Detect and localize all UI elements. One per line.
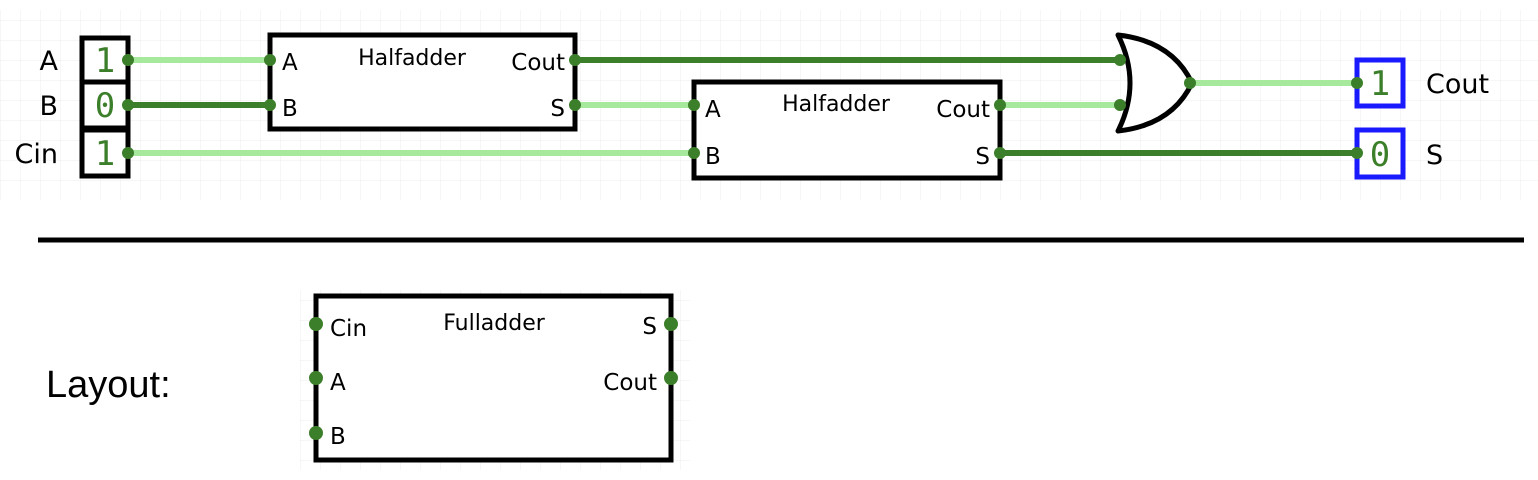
pin-ha1-cout[interactable] — [569, 54, 581, 66]
input-value-a: 1 — [95, 41, 115, 81]
halfadder-2[interactable]: Halfadder A B Cout S — [691, 79, 1003, 181]
input-label-cin: Cin — [15, 139, 58, 170]
pin-input-b[interactable] — [122, 99, 134, 111]
pin-ha2-a[interactable] — [688, 99, 700, 111]
output-value-s: 0 — [1370, 135, 1390, 175]
fulladder-pin-s-label: S — [642, 314, 657, 340]
input-label-b: B — [39, 91, 58, 122]
input-value-b: 0 — [95, 86, 115, 126]
pin-or-in2[interactable] — [1114, 99, 1126, 111]
halfadder-1[interactable]: Halfadder A B Cout S — [267, 32, 578, 132]
pin-output-s[interactable] — [1351, 147, 1363, 159]
pin-ha1-a[interactable] — [264, 54, 276, 66]
pin-input-a[interactable] — [122, 54, 134, 66]
fulladder-pin-a-label: A — [330, 370, 346, 396]
fulladder-pin-cin-label: Cin — [330, 316, 367, 342]
pin-or-out[interactable] — [1184, 77, 1196, 89]
fulladder-pin-a[interactable] — [309, 371, 323, 385]
halfadder-2-pin-cout: Cout — [936, 97, 990, 123]
pin-or-in1[interactable] — [1114, 54, 1126, 66]
output-label-s: S — [1426, 140, 1443, 171]
fulladder-pin-b-label: B — [330, 424, 346, 450]
input-label-a: A — [40, 46, 59, 77]
pins-top — [122, 54, 1363, 159]
input-value-cin: 1 — [95, 134, 115, 174]
pin-ha2-b[interactable] — [688, 147, 700, 159]
halfadder-2-title: Halfadder — [782, 92, 891, 117]
output-label-cout: Cout — [1426, 69, 1489, 100]
halfadder-1-pin-s: S — [550, 96, 565, 122]
halfadder-1-pin-a: A — [282, 50, 298, 76]
output-display-s: 0 — [1354, 127, 1406, 180]
pin-ha2-s[interactable] — [994, 147, 1006, 159]
output-display-cout: 1 — [1354, 57, 1406, 109]
pin-input-cin[interactable] — [122, 147, 134, 159]
halfadder-1-pin-cout: Cout — [511, 50, 565, 76]
or-gate[interactable] — [1115, 32, 1195, 134]
pin-ha1-s[interactable] — [569, 99, 581, 111]
input-toggle-b[interactable]: 0 — [79, 79, 131, 131]
halfadder-2-pin-b: B — [705, 144, 721, 170]
fulladder-pin-cin[interactable] — [309, 317, 323, 331]
fulladder-block[interactable]: Fulladder Cin A B S Cout — [309, 293, 678, 463]
pin-output-cout[interactable] — [1351, 77, 1363, 89]
fulladder-pin-cout-label: Cout — [603, 370, 657, 396]
fulladder-title: Fulladder — [443, 311, 546, 336]
halfadder-1-pin-b: B — [282, 96, 298, 122]
pin-ha1-b[interactable] — [264, 99, 276, 111]
halfadder-2-pin-s: S — [975, 144, 990, 170]
fulladder-pin-s[interactable] — [664, 317, 678, 331]
fulladder-pin-b[interactable] — [309, 426, 323, 440]
halfadder-1-title: Halfadder — [358, 46, 467, 71]
halfadder-2-pin-a: A — [705, 97, 721, 123]
input-toggle-cin[interactable]: 1 — [79, 127, 131, 179]
output-value-cout: 1 — [1370, 64, 1390, 104]
input-toggle-a[interactable]: 1 — [79, 35, 131, 85]
fulladder-pin-cout[interactable] — [664, 371, 678, 385]
layout-label: Layout: — [46, 364, 171, 406]
pin-ha2-cout[interactable] — [994, 99, 1006, 111]
